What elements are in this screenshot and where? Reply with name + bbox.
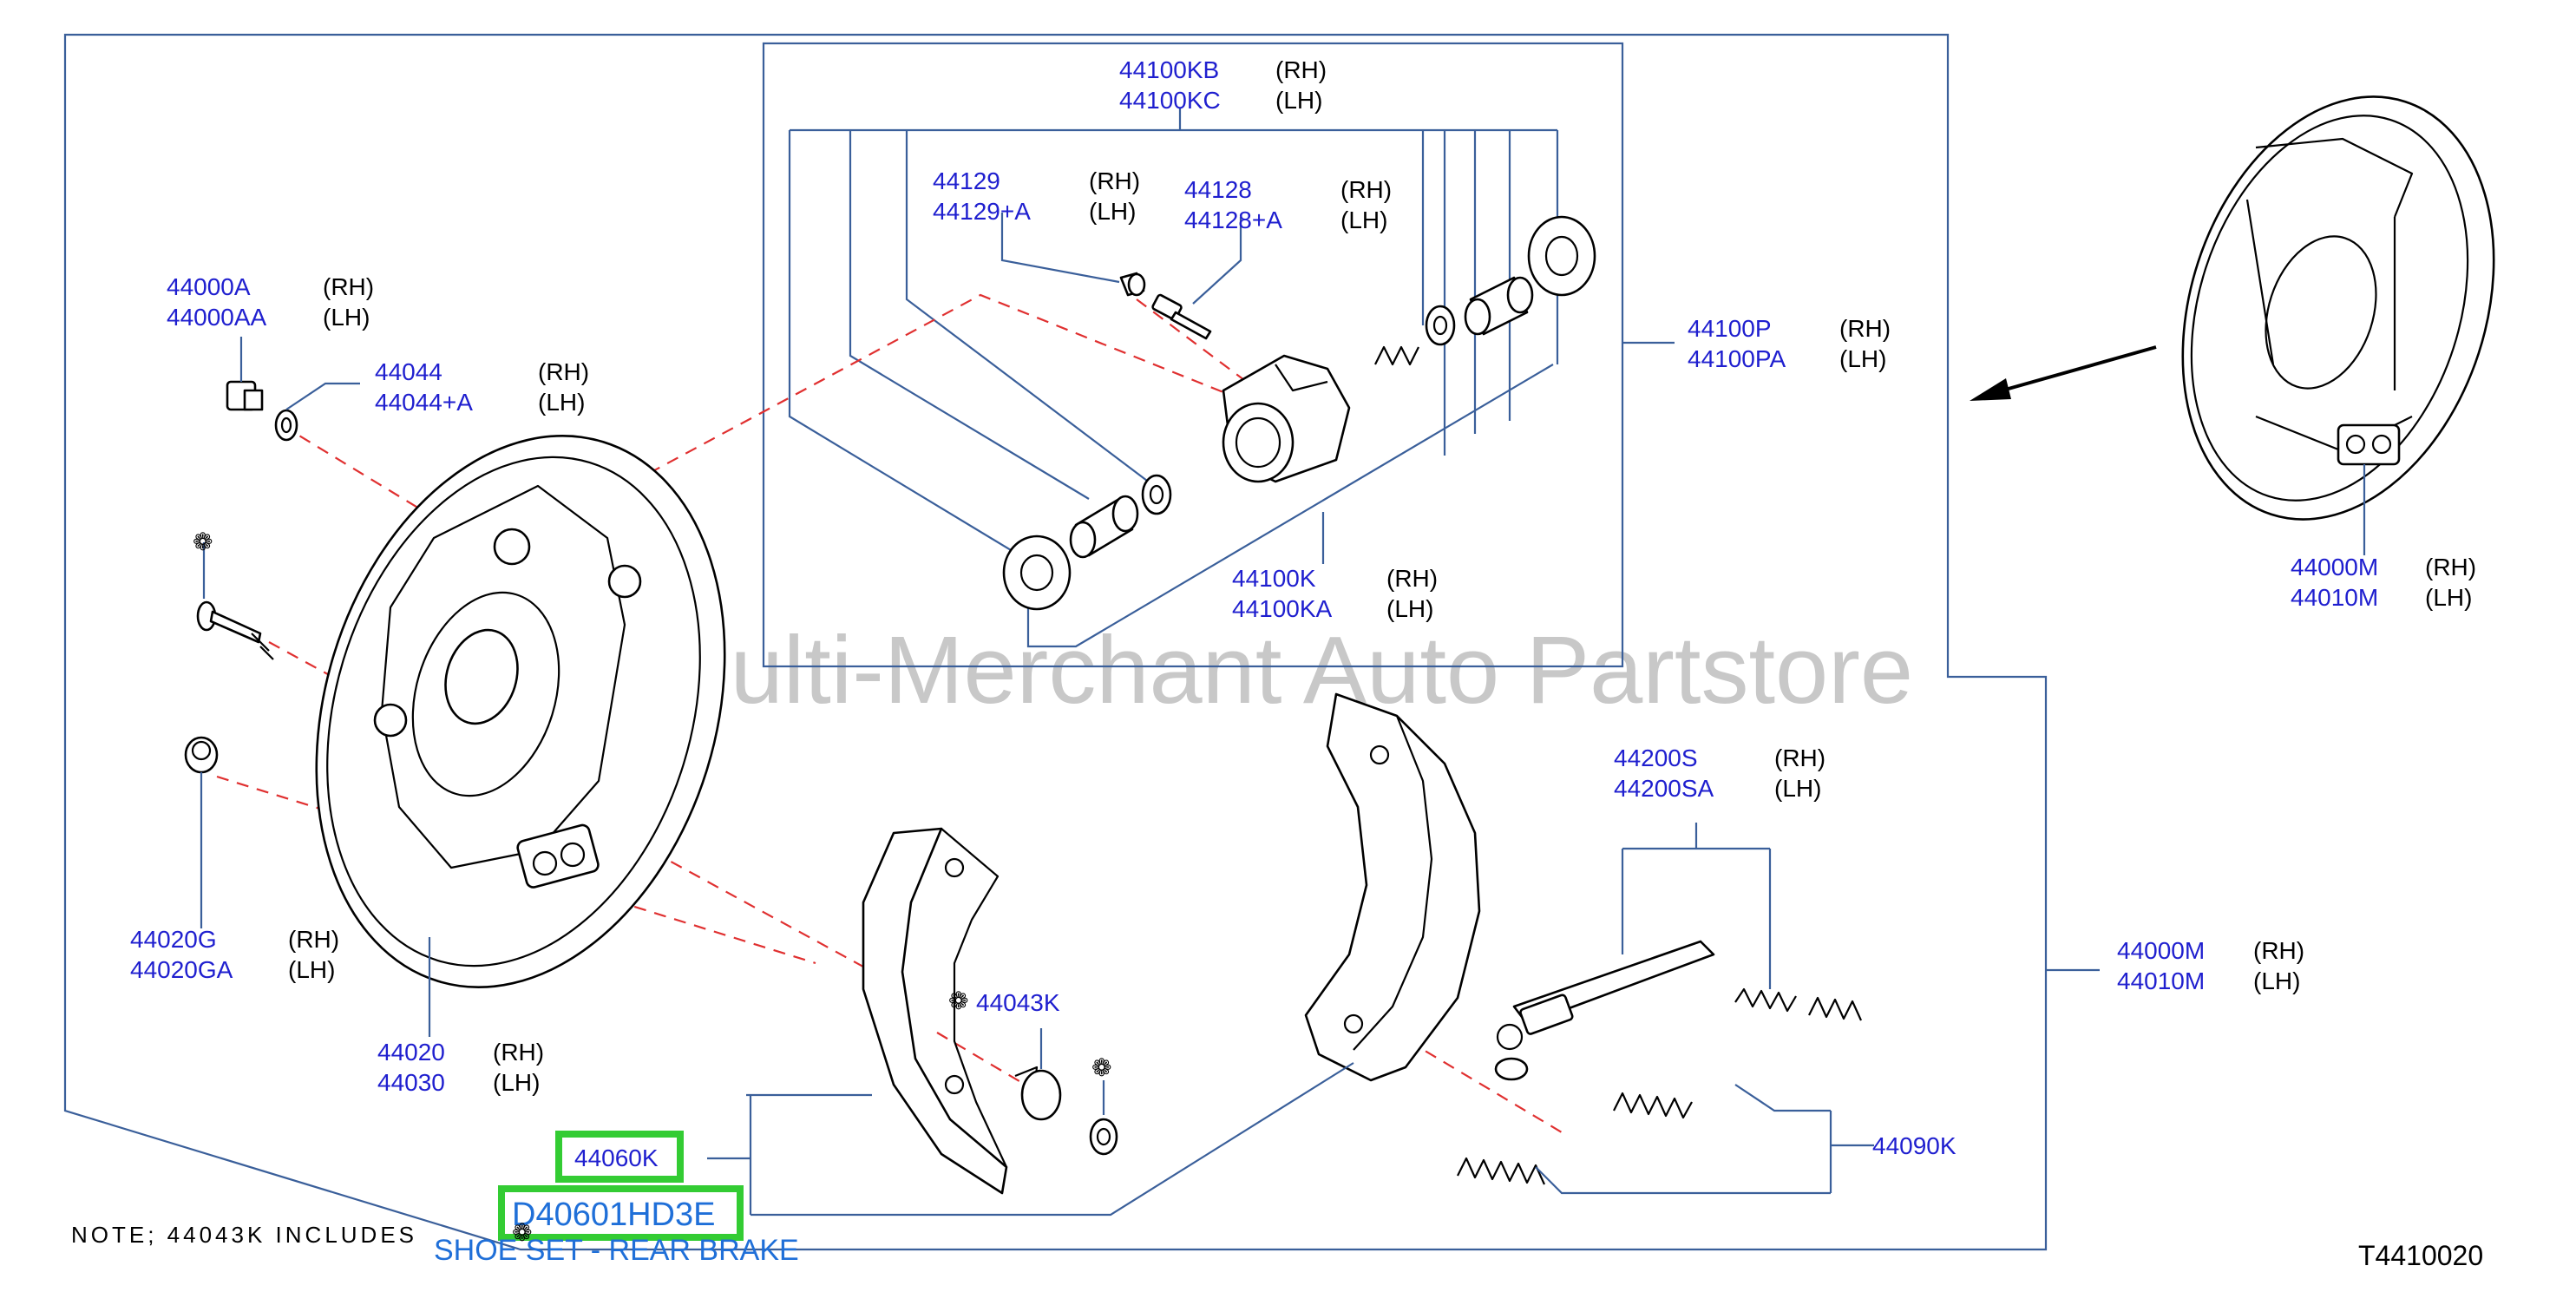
adjuster-pin: ❁: [193, 528, 274, 660]
bolt-44000A: [226, 337, 264, 411]
piston-right: [1464, 276, 1534, 336]
pn-44090K: 44090K: [1872, 1132, 1957, 1159]
pn-44000AA: 44000AA: [167, 304, 267, 331]
side-rh: (RH): [493, 1039, 544, 1066]
pn-44200S: 44200S: [1614, 744, 1698, 771]
side-lh: (LH): [1386, 595, 1433, 622]
pn-44010M-inset: 44010M: [2291, 584, 2378, 611]
pn-44100PA: 44100PA: [1688, 345, 1786, 372]
side-lh: (LH): [1774, 775, 1821, 802]
side-lh: (LH): [323, 304, 370, 331]
cup-seal-left: [1141, 474, 1172, 515]
side-rh: (RH): [538, 358, 589, 385]
pn-44000A: 44000A: [167, 273, 251, 300]
side-rh: (RH): [1839, 315, 1891, 342]
drawing-code: T4410020: [2358, 1240, 2483, 1271]
pn-44128A: 44128+A: [1184, 207, 1282, 233]
labels: 44100KB (RH) 44100KC (LH) 44129 (RH) 441…: [130, 56, 2476, 1159]
svg-text:❁: ❁: [1091, 1054, 1111, 1081]
pn-44000M: 44000M: [2117, 937, 2205, 964]
pn-44129: 44129: [933, 167, 1000, 194]
side-lh: (LH): [1089, 198, 1136, 225]
pn-44044: 44044: [375, 358, 442, 385]
shoe-group-bracket: [707, 1062, 1354, 1217]
cup-seal-right: [1425, 305, 1456, 346]
pn-44060K[interactable]: 44060K: [574, 1144, 659, 1171]
side-rh: (RH): [1340, 176, 1392, 203]
return-spring-lower: [1457, 1157, 1546, 1185]
dust-boot-right: [1527, 215, 1596, 297]
piston-left: [1069, 495, 1139, 559]
side-rh: (RH): [1089, 167, 1140, 194]
side-lh: (LH): [1275, 87, 1322, 114]
pn-44020GA: 44020GA: [130, 956, 233, 983]
pn-44030: 44030: [377, 1069, 445, 1096]
side-rh: (RH): [1774, 744, 1825, 771]
note-text: NOTE; 44043K INCLUDES: [71, 1222, 417, 1248]
leader-44128: [1192, 217, 1242, 305]
return-spring-middle: [1613, 1092, 1693, 1119]
direction-arrow: [1970, 345, 2157, 401]
side-rh: (RH): [1386, 565, 1438, 592]
pn-44043K: 44043K: [976, 989, 1060, 1016]
kit-part-number[interactable]: D40601HD3E: [512, 1197, 715, 1233]
spring-small: [1374, 345, 1419, 366]
backing-plate: [315, 435, 726, 988]
side-lh: (LH): [1839, 345, 1886, 372]
side-rh: (RH): [2253, 937, 2304, 964]
pn-44100KC: 44100KC: [1119, 87, 1221, 114]
outer-frame: [63, 33, 2048, 1251]
side-lh: (LH): [2253, 967, 2300, 994]
pn-44100P: 44100P: [1688, 315, 1772, 342]
side-lh: (LH): [288, 956, 335, 983]
wheel-cylinder-body: [1222, 354, 1351, 483]
spring-44043K: [1014, 1028, 1062, 1121]
highlight-D40601HD3E[interactable]: D40601HD3E: [498, 1185, 744, 1241]
highlight-44060K[interactable]: 44060K: [555, 1131, 684, 1183]
watermark: Multi-Merchant Auto Partstore: [651, 617, 1913, 724]
side-lh: (LH): [538, 389, 585, 416]
side-lh: (LH): [1340, 207, 1387, 233]
assembly-inset: [2181, 95, 2495, 521]
pn-44128: 44128: [1184, 176, 1252, 203]
pn-44020G: 44020G: [130, 926, 217, 953]
bleeder-screw-44128: [1151, 293, 1212, 340]
pn-44129A: 44129+A: [933, 198, 1031, 225]
side-lh: (LH): [2425, 584, 2472, 611]
svg-text:❁: ❁: [193, 528, 213, 555]
cylinder-leader-bottom: [1026, 364, 1554, 648]
pn-44044A: 44044+A: [375, 389, 473, 416]
side-rh: (RH): [2425, 554, 2476, 580]
pn-44020: 44020: [377, 1039, 445, 1066]
pn-44100KA: 44100KA: [1232, 595, 1333, 622]
bleeder-cap-44129: [1119, 272, 1146, 297]
adjuster-spring-44200S: [1734, 987, 1797, 1013]
dust-boot-left: [1002, 535, 1072, 611]
asterisk-icon: ❁: [948, 987, 968, 1014]
grommet-44020G: [184, 736, 219, 928]
side-rh: (RH): [288, 926, 339, 953]
washer-44044: [274, 382, 360, 442]
pn-44100K: 44100K: [1232, 565, 1316, 592]
leader-44129: [1000, 213, 1120, 284]
side-rh: (RH): [1275, 56, 1327, 83]
asterisk-icon: ❁: [512, 1219, 532, 1246]
return-spring-upper: [1808, 996, 1863, 1021]
brake-shoe-left: [862, 827, 1008, 1195]
kit-description[interactable]: SHOE SET - REAR BRAKE: [434, 1234, 799, 1267]
pn-44100KB: 44100KB: [1119, 56, 1219, 83]
pn-44000M-inset: 44000M: [2291, 554, 2378, 580]
brake-shoe-right: [1304, 692, 1481, 1082]
pn-44200SA: 44200SA: [1614, 775, 1714, 802]
retainer-cup: ❁: [1089, 1054, 1118, 1156]
leader-44200S: [1621, 823, 1772, 989]
adjuster-assembly: [1494, 940, 1715, 1081]
pn-44010M: 44010M: [2117, 967, 2205, 994]
side-lh: (LH): [493, 1069, 540, 1096]
leader-44090K: [1535, 1084, 1874, 1195]
cylinder-group-frame: [762, 42, 1624, 668]
side-rh: (RH): [323, 273, 374, 300]
